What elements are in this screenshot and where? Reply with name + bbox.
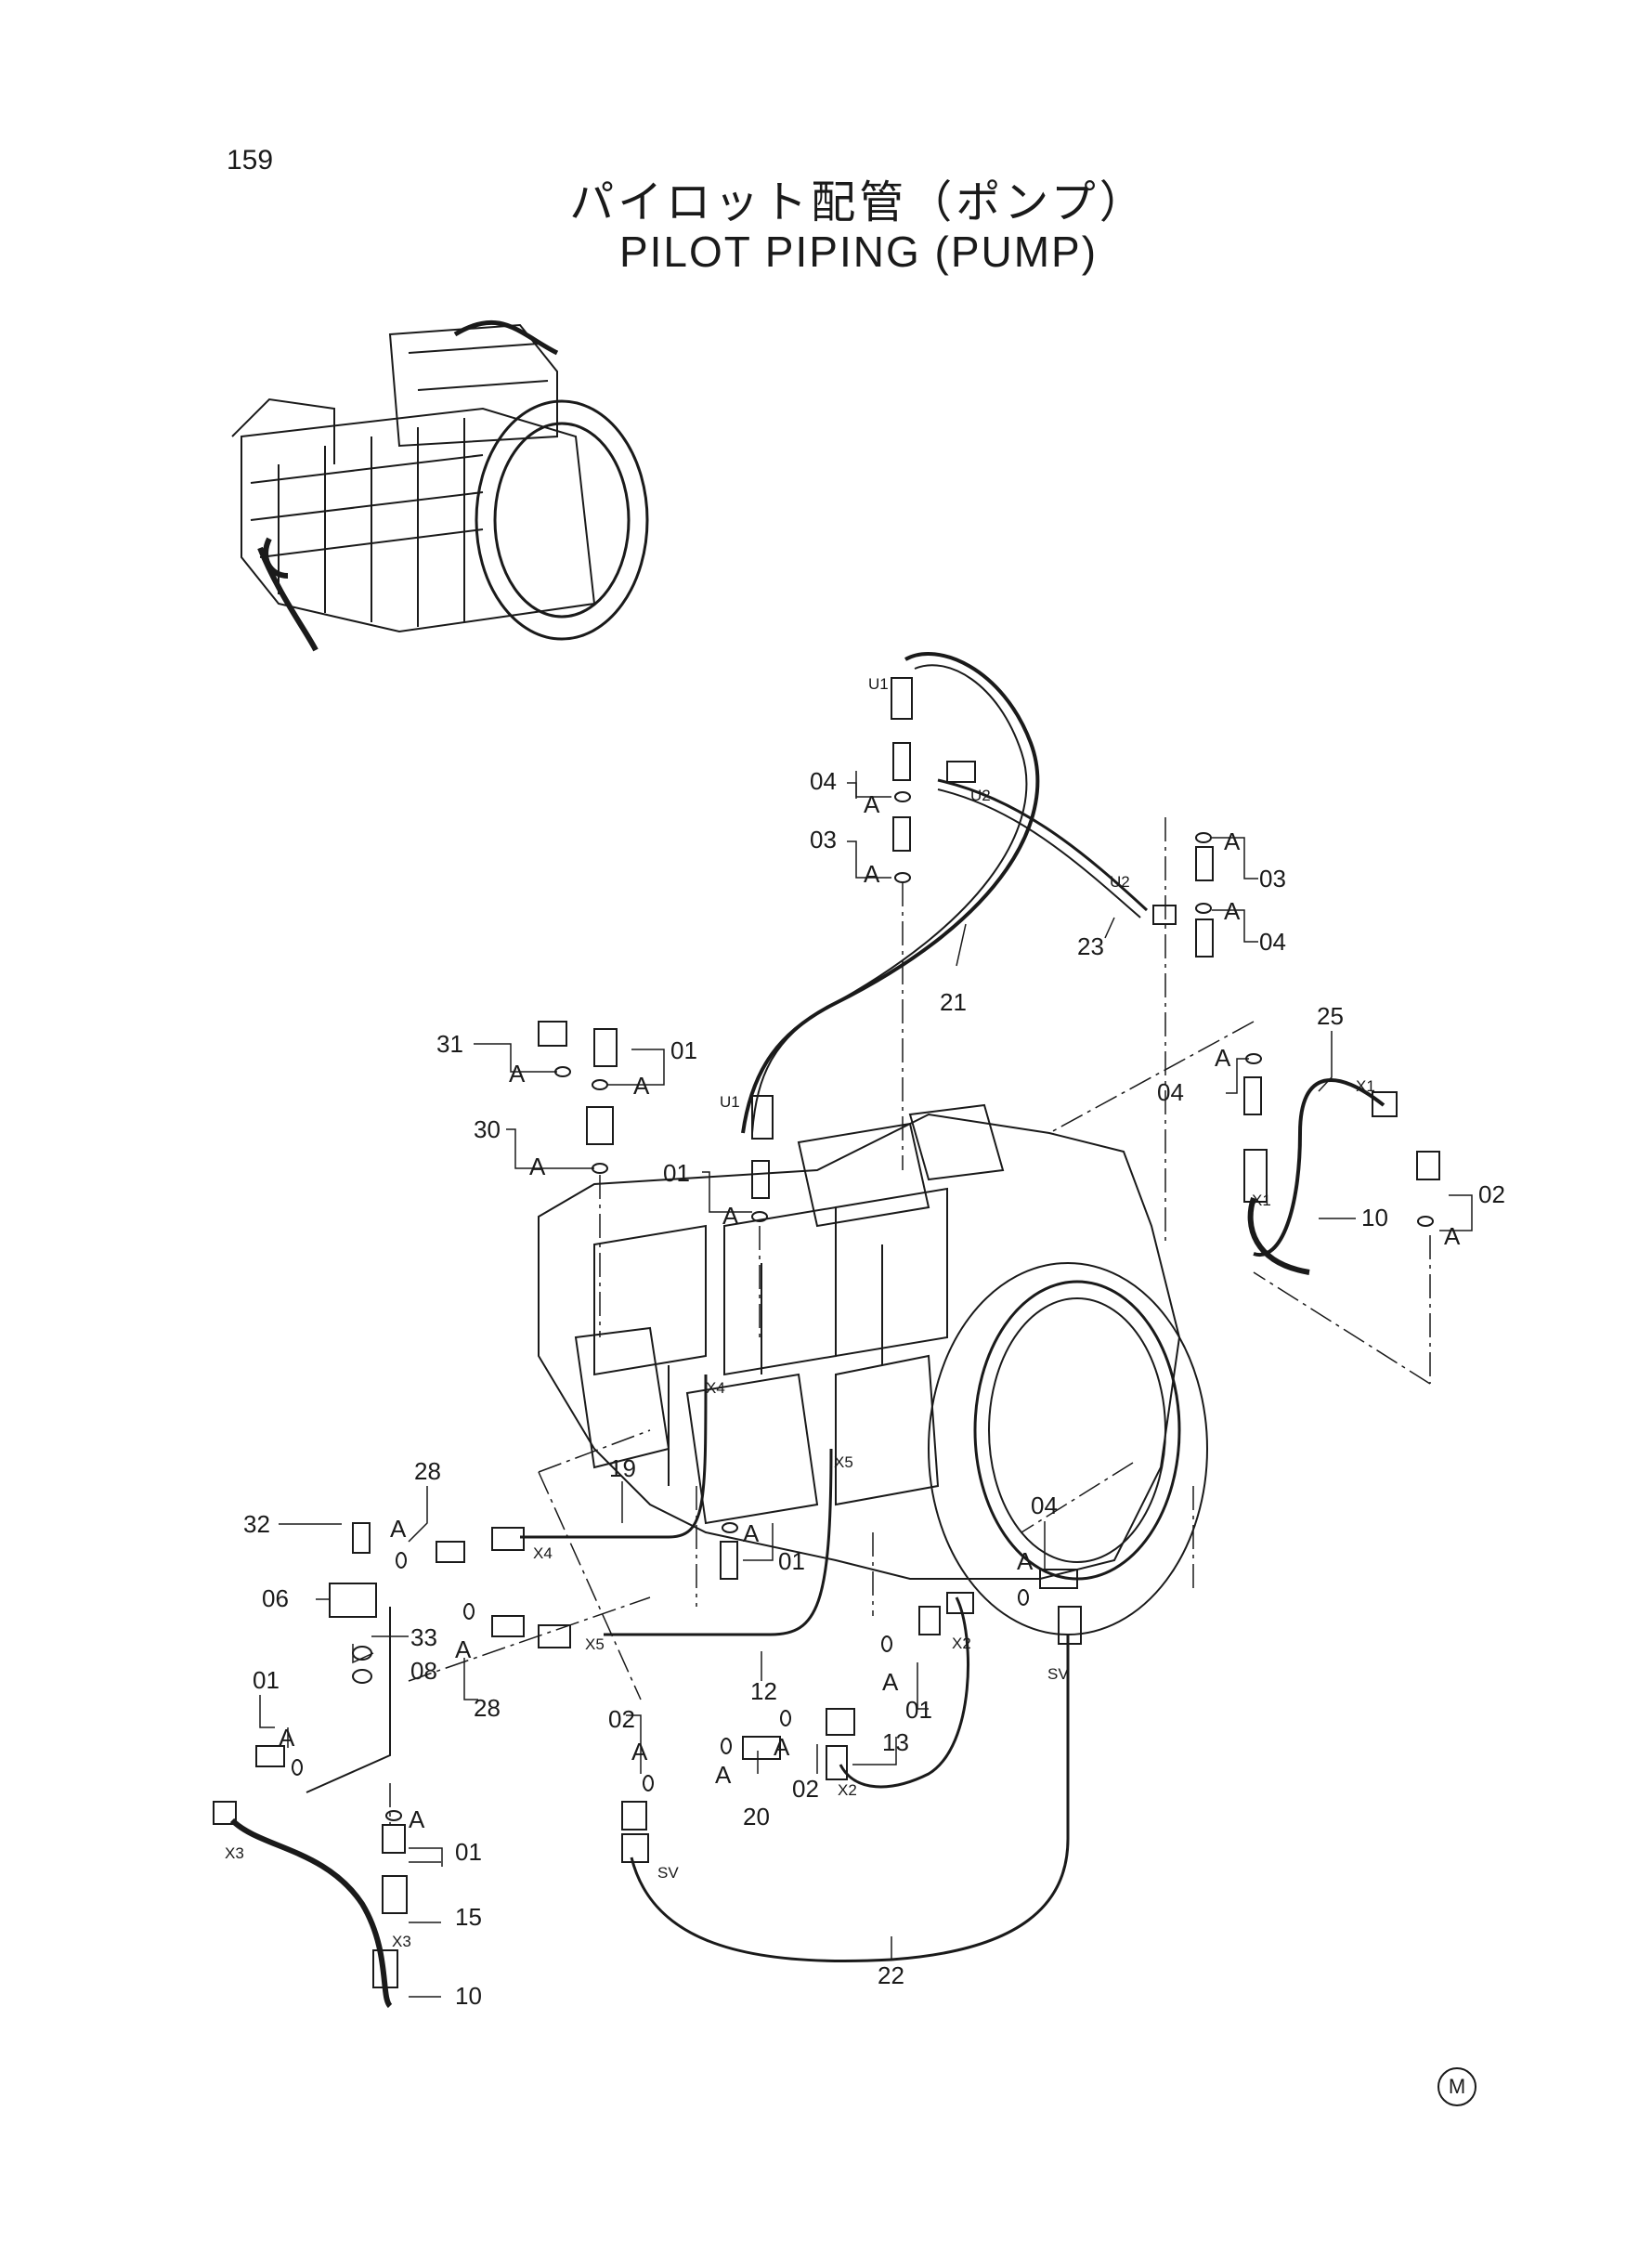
callout-12: 12: [750, 1677, 777, 1705]
callout-28: 28: [474, 1694, 501, 1722]
callout-01: 01: [253, 1666, 280, 1694]
title-japanese: パイロット配管（ポンプ）: [569, 176, 1148, 228]
seal-label: A: [633, 1072, 650, 1100]
seal-label: A: [1224, 897, 1241, 925]
seal-label: A: [882, 1668, 899, 1696]
port-label-x2: X2: [838, 1781, 857, 1799]
port-label-u2: U2: [1110, 873, 1130, 891]
callout-01: 01: [670, 1036, 697, 1064]
callout-32: 32: [243, 1510, 270, 1538]
port-label-x5: X5: [834, 1453, 853, 1471]
callout-02: 02: [792, 1775, 819, 1803]
seal-label: A: [743, 1519, 760, 1547]
seal-label: A: [631, 1738, 648, 1765]
seal-label: A: [529, 1153, 546, 1180]
hoses: [229, 652, 1385, 2009]
callout-01: 01: [905, 1696, 932, 1724]
corner-mark: M: [1437, 2067, 1476, 2106]
seal-label: A: [774, 1733, 790, 1761]
seal-label: A: [864, 860, 880, 888]
seal-a-labels: A A A A A A A A A A A A A A A A A A A A: [279, 790, 1461, 1833]
port-label-x5: X5: [585, 1635, 605, 1653]
callout-33: 33: [410, 1623, 437, 1651]
port-label-x4: X4: [706, 1379, 725, 1397]
seal-label: A: [722, 1202, 739, 1230]
callout-01: 01: [778, 1547, 805, 1575]
seal-label: A: [1215, 1044, 1231, 1072]
seal-label: A: [1017, 1547, 1034, 1575]
callout-15: 15: [455, 1903, 482, 1931]
callout-04: 04: [1157, 1078, 1184, 1106]
callout-28: 28: [414, 1457, 441, 1485]
leader-lines: [259, 771, 1473, 1998]
port-label-x1: X1: [1252, 1192, 1271, 1209]
seal-label: A: [864, 790, 880, 818]
callout-01: 01: [455, 1838, 482, 1866]
main-pump-body: [538, 1103, 1208, 1635]
seal-label: A: [455, 1635, 472, 1663]
callout-23: 23: [1077, 932, 1104, 960]
callout-04: 04: [810, 767, 837, 795]
port-label-x4: X4: [533, 1544, 553, 1562]
reference-lines: [389, 817, 1431, 1825]
page-number: 159: [227, 145, 274, 176]
port-label-u2: U2: [970, 787, 991, 804]
callout-13: 13: [882, 1728, 909, 1756]
callout-21: 21: [940, 988, 967, 1016]
callout-20: 20: [743, 1803, 770, 1831]
callout-04: 04: [1031, 1492, 1058, 1519]
port-label-sv: SV: [1047, 1665, 1069, 1683]
o-rings: [292, 791, 1434, 1821]
assembly-thumbnail: [231, 319, 649, 652]
seal-label: A: [715, 1761, 732, 1789]
port-label-x1: X1: [1356, 1077, 1375, 1095]
callout-02: 02: [608, 1705, 635, 1733]
seal-label: A: [1224, 827, 1241, 855]
seal-label: A: [390, 1515, 407, 1543]
port-label-x2: X2: [952, 1635, 971, 1652]
port-label-sv: SV: [657, 1864, 679, 1882]
callout-19: 19: [609, 1454, 636, 1482]
port-label-x3: X3: [392, 1933, 411, 1950]
callout-01: 01: [663, 1159, 690, 1187]
seal-label: A: [509, 1060, 526, 1088]
callout-10: 10: [455, 1982, 482, 2010]
seal-label: A: [1444, 1222, 1461, 1250]
port-labels: U1 U2 U2 U1 X1 X1 X4 X4 X5 X5 X2 X2 SV S…: [225, 675, 1375, 1950]
port-label-x3: X3: [225, 1844, 244, 1862]
callout-06: 06: [262, 1584, 289, 1612]
callout-30: 30: [474, 1115, 501, 1143]
port-label-u1: U1: [720, 1093, 740, 1111]
callout-02: 02: [1478, 1180, 1505, 1208]
callout-31: 31: [436, 1030, 463, 1058]
part-callouts: 04 03 03 04 23 21 25 04 02 10 31 01 30 0…: [243, 767, 1505, 2010]
callout-22: 22: [878, 1961, 904, 1989]
callout-03: 03: [810, 826, 837, 853]
callout-08: 08: [410, 1657, 437, 1685]
callout-25: 25: [1317, 1002, 1344, 1030]
title-english: PILOT PIPING (PUMP): [618, 228, 1099, 276]
callout-10: 10: [1361, 1204, 1388, 1231]
callout-04: 04: [1259, 928, 1286, 956]
seal-label: A: [279, 1724, 295, 1752]
fittings: [213, 677, 1440, 1988]
port-label-u1: U1: [868, 675, 889, 693]
callout-03: 03: [1259, 865, 1286, 892]
seal-label: A: [409, 1805, 425, 1833]
